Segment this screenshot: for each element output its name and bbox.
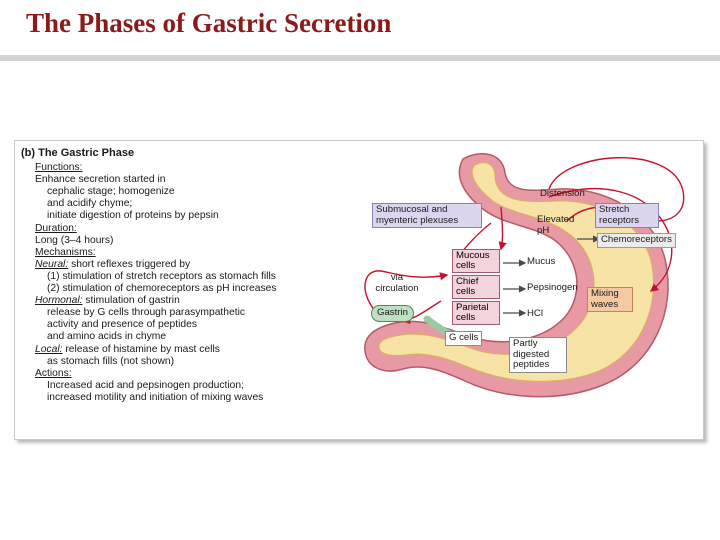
- via-circulation-label: via circulation: [375, 272, 419, 294]
- stretch-receptors-box: Stretch receptors: [595, 203, 659, 228]
- mechanisms-heading: Mechanisms:: [35, 246, 96, 258]
- mucous-cells-box: Mucous cells: [452, 249, 500, 273]
- duration-heading: Duration:: [35, 222, 77, 234]
- stomach-wall: [364, 153, 669, 398]
- parietal-cells-box: Parietal cells: [452, 301, 500, 325]
- functions-heading: Functions:: [35, 162, 83, 174]
- neural-item-2: (2) stimulation of chemoreceptors as pH …: [47, 283, 277, 295]
- local-label: Local:: [35, 343, 63, 355]
- neural-text: short reflexes triggered by: [71, 258, 191, 270]
- hormonal-line-3: activity and presence of peptides: [47, 319, 197, 331]
- local-text: release of histamine by mast cells: [65, 343, 220, 355]
- neural-item-1: (1) stimulation of stretch receptors as …: [47, 270, 276, 282]
- chemoreceptors-box: Chemoreceptors: [597, 233, 676, 248]
- hcl-label: HCl: [527, 308, 543, 319]
- gastric-phase-figure: (b) The Gastric Phase Functions: Enhance…: [14, 140, 704, 440]
- functions-line-2: cephalic stage; homogenize: [47, 186, 175, 198]
- slide-title: The Phases of Gastric Secretion: [26, 8, 392, 38]
- gastrin-box: Gastrin: [371, 305, 414, 322]
- functions-line-4: initiate digestion of proteins by pepsin: [47, 210, 219, 222]
- hormonal-label: Hormonal:: [35, 295, 83, 307]
- stomach-illustration: [364, 153, 685, 398]
- actions-heading: Actions:: [35, 367, 72, 379]
- gastric-phase-text-panel: (b) The Gastric Phase Functions: Enhance…: [21, 147, 341, 404]
- neural-label: Neural:: [35, 258, 69, 270]
- mixing-waves-box: Mixing waves: [587, 287, 633, 312]
- g-cells-box: G cells: [445, 331, 483, 346]
- secretion-arrows: [503, 235, 601, 317]
- pepsinogen-label: Pepsinogen: [527, 282, 578, 293]
- distension-label: Distension: [540, 188, 585, 199]
- functions-line-3: and acidify chyme;: [47, 198, 133, 210]
- actions-line-2: increased motility and initiation of mix…: [47, 391, 264, 403]
- chief-cells-box: Chief cells: [452, 275, 500, 299]
- gastric-gland-cells: Mucous cells Chief cells Parietal cells: [452, 249, 500, 327]
- local-line-2: as stomach fills (not shown): [47, 355, 175, 367]
- duration-value: Long (3–4 hours): [35, 234, 114, 246]
- title-divider: [0, 55, 720, 61]
- hormonal-text: stimulation of gastrin: [85, 295, 180, 307]
- functions-line-1: Enhance secretion started in: [35, 174, 166, 186]
- hormonal-line-4: and amino acids in chyme: [47, 331, 167, 343]
- plexuses-box: Submucosal and myenteric plexuses: [372, 203, 482, 228]
- panel-heading: (b) The Gastric Phase: [21, 147, 135, 159]
- elevated-ph-label: Elevated pH: [537, 214, 575, 236]
- partly-digested-peptides-box: Partly digested peptides: [509, 337, 567, 373]
- mucus-label: Mucus: [527, 256, 556, 267]
- hormonal-line-2: release by G cells through parasympathet…: [47, 307, 246, 319]
- actions-line-1: Increased acid and pepsinogen production…: [47, 379, 244, 391]
